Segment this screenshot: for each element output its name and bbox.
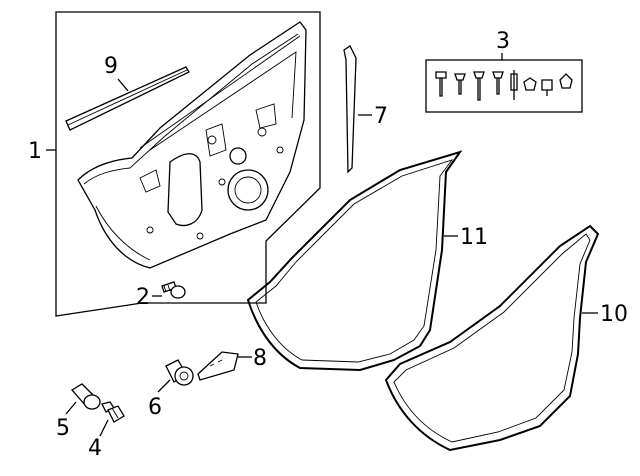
plug-icon[interactable] <box>70 383 101 410</box>
door-shell-icon[interactable] <box>77 21 307 269</box>
callout-4-leader <box>99 419 109 437</box>
seal-strip-icon[interactable] <box>343 45 357 174</box>
callout-6-leader <box>157 379 171 393</box>
callout-9[interactable]: 9 <box>104 54 118 79</box>
bumper-icon[interactable] <box>165 359 194 386</box>
fastener-kit-group: 3 <box>425 29 583 113</box>
callout-3[interactable]: 3 <box>496 29 510 54</box>
callout-7[interactable]: 7 <box>374 104 388 129</box>
fastener-kit-box <box>425 59 583 113</box>
clip-icon[interactable] <box>101 401 125 423</box>
belt-molding-icon[interactable] <box>65 66 190 131</box>
body-weatherstrip-icon[interactable] <box>384 224 600 452</box>
fastener-kit-icon[interactable] <box>435 70 573 101</box>
door-weatherstrip-icon[interactable] <box>246 150 463 372</box>
hinge-bolt-icon[interactable] <box>161 281 186 299</box>
callout-4[interactable]: 4 <box>88 436 102 461</box>
callout-8[interactable]: 8 <box>253 346 267 371</box>
callout-5[interactable]: 5 <box>56 416 70 441</box>
door-group-frame <box>55 11 321 317</box>
callout-6[interactable]: 6 <box>148 395 162 420</box>
callout-11[interactable]: 11 <box>460 225 488 250</box>
door-assembly-group: 1 9 <box>28 11 321 317</box>
callout-10[interactable]: 10 <box>600 302 628 327</box>
callout-2[interactable]: 2 <box>136 285 150 310</box>
callout-1[interactable]: 1 <box>28 139 42 164</box>
callout-5-leader <box>65 401 77 415</box>
callout-9-leader <box>117 78 129 92</box>
wedge-icon[interactable] <box>197 351 239 381</box>
